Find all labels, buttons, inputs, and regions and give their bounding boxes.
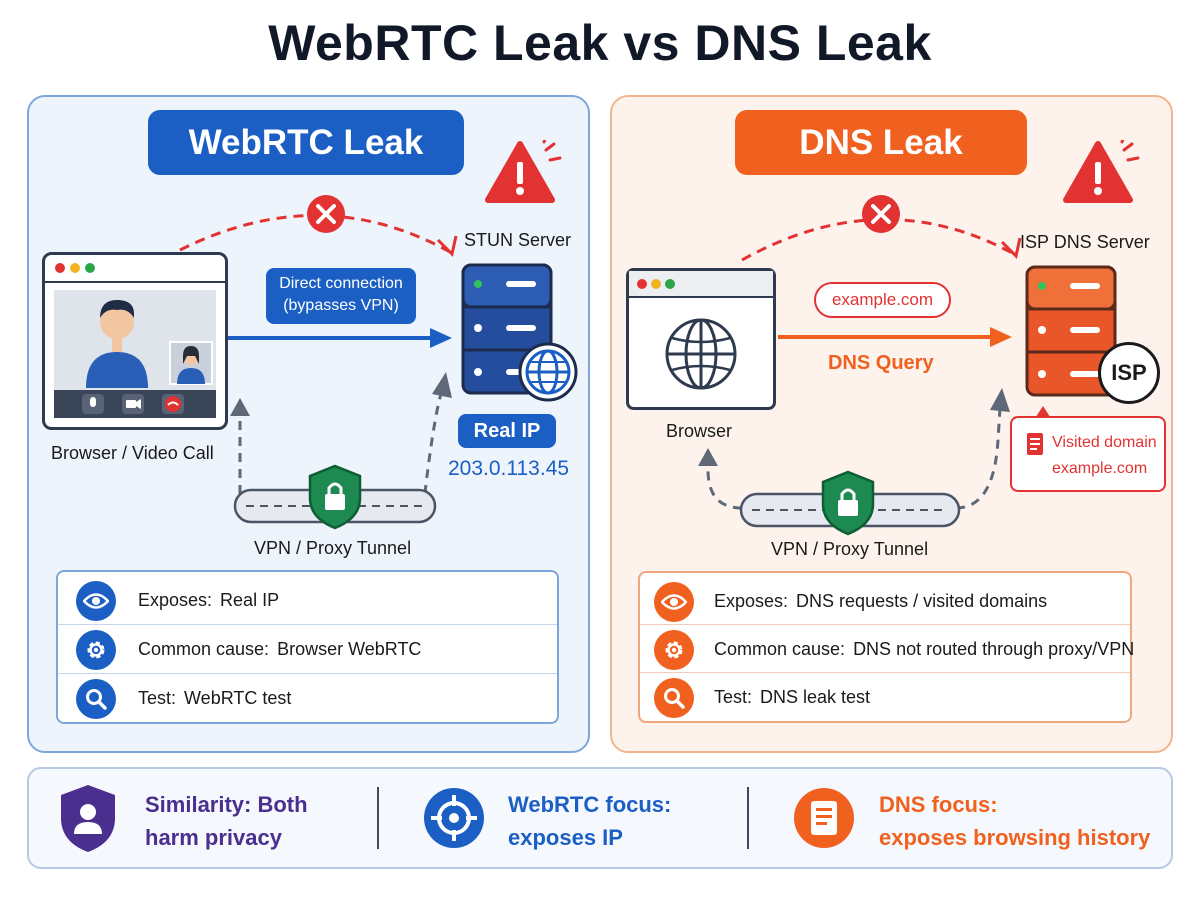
gear-icon xyxy=(654,629,694,670)
target-icon xyxy=(424,788,484,848)
dns-focus-line-2: exposes browsing history xyxy=(879,825,1151,850)
gear-icon xyxy=(76,629,116,670)
isp-dns-server-icon xyxy=(1025,265,1117,397)
info-value: DNS leak test xyxy=(760,687,871,707)
info-key: Common cause: xyxy=(714,639,846,659)
divider xyxy=(377,787,379,849)
client-label: Browser / Video Call xyxy=(51,443,214,463)
warning-icon xyxy=(1063,140,1140,203)
info-value: WebRTC test xyxy=(184,688,292,708)
stun-server-label: STUN Server xyxy=(464,230,572,250)
browser-label: Browser xyxy=(666,421,733,441)
search-icon xyxy=(654,677,694,718)
webrtc-focus-line-1: WebRTC focus: xyxy=(508,792,672,817)
tunnel-label-dns: VPN / Proxy Tunnel xyxy=(771,539,929,559)
visited-domain-label-1: Visited domain xyxy=(1052,434,1157,451)
info-key: Exposes: xyxy=(138,590,213,610)
similarity-line-2: harm privacy xyxy=(145,825,282,850)
info-key: Test: xyxy=(138,688,177,708)
eye-icon xyxy=(654,581,694,622)
dns-query-arrow xyxy=(778,327,1012,347)
search-icon xyxy=(76,678,116,719)
info-value: Browser WebRTC xyxy=(277,639,422,659)
summary-bar xyxy=(27,767,1173,869)
real-ip-value: 203.0.113.45 xyxy=(448,457,570,480)
domain-pill: example.com xyxy=(814,282,951,318)
direct-connection-label-2: (bypasses VPN) xyxy=(283,297,399,314)
info-key: Test: xyxy=(714,687,753,707)
visited-domain-label-2: example.com xyxy=(1052,460,1148,477)
history-document-icon xyxy=(794,788,854,848)
real-ip-badge: Real IP xyxy=(458,414,556,448)
document-icon xyxy=(1027,433,1043,455)
info-value: DNS requests / visited domains xyxy=(796,591,1048,611)
browser-window xyxy=(626,268,776,410)
divider xyxy=(747,787,749,849)
isp-dns-server-label: ISP DNS Server xyxy=(1020,232,1150,252)
similarity-text: Similarity: Both harm privacy xyxy=(145,788,308,854)
dns-info-box: Exposes: DNS requests / visited domains C… xyxy=(638,571,1134,723)
warning-icon xyxy=(485,140,562,203)
visited-domain-callout: Visited domain example.com xyxy=(1010,416,1166,492)
info-key: Common cause: xyxy=(138,639,270,659)
blocked-x-icon xyxy=(307,195,345,233)
dns-title: DNS Leak xyxy=(735,110,1027,175)
tunnel-label-webrtc: VPN / Proxy Tunnel xyxy=(254,538,412,558)
page-title: WebRTC Leak vs DNS Leak xyxy=(268,15,932,71)
stun-server-icon xyxy=(461,263,578,402)
info-row-test: Test: DNS leak test xyxy=(640,673,1130,722)
vpn-tunnel-dns xyxy=(739,470,961,536)
globe-icon xyxy=(665,318,737,390)
privacy-shield-icon xyxy=(61,785,115,852)
eye-icon xyxy=(76,580,116,621)
webrtc-title: WebRTC Leak xyxy=(148,110,464,175)
tunnel-path-dns xyxy=(698,388,1010,510)
webrtc-focus-line-2: exposes IP xyxy=(508,825,623,850)
info-value: DNS not routed through proxy/VPN xyxy=(853,639,1135,659)
direct-connection-label-1: Direct connection xyxy=(279,275,403,292)
info-row-exposes: Exposes: DNS requests / visited domains xyxy=(640,577,1130,626)
info-row-cause: Common cause: Browser WebRTC xyxy=(58,625,557,674)
info-key: Exposes: xyxy=(714,591,789,611)
info-value: Real IP xyxy=(220,590,280,610)
dns-query-label: DNS Query xyxy=(828,352,934,374)
isp-badge: ISP xyxy=(1098,342,1160,404)
direct-connection-arrow xyxy=(228,328,452,348)
similarity-line-1: Similarity: Both xyxy=(145,792,308,817)
webrtc-focus-text: WebRTC focus: exposes IP xyxy=(508,788,671,854)
info-row-cause: Common cause: DNS not routed through prox… xyxy=(640,625,1134,674)
dns-focus-text: DNS focus: exposes browsing history xyxy=(879,788,1150,854)
vpn-tunnel-webrtc xyxy=(233,464,437,530)
blocked-x-icon xyxy=(862,195,900,233)
dns-focus-line-1: DNS focus: xyxy=(879,792,998,817)
webrtc-info-box: Exposes: Real IP Common cause: Browser Web… xyxy=(56,570,559,724)
info-row-exposes: Exposes: Real IP xyxy=(58,576,557,625)
direct-connection-badge: Direct connection (bypasses VPN) xyxy=(266,268,416,324)
video-call-window xyxy=(42,252,228,430)
info-row-test: Test: WebRTC test xyxy=(58,674,557,723)
